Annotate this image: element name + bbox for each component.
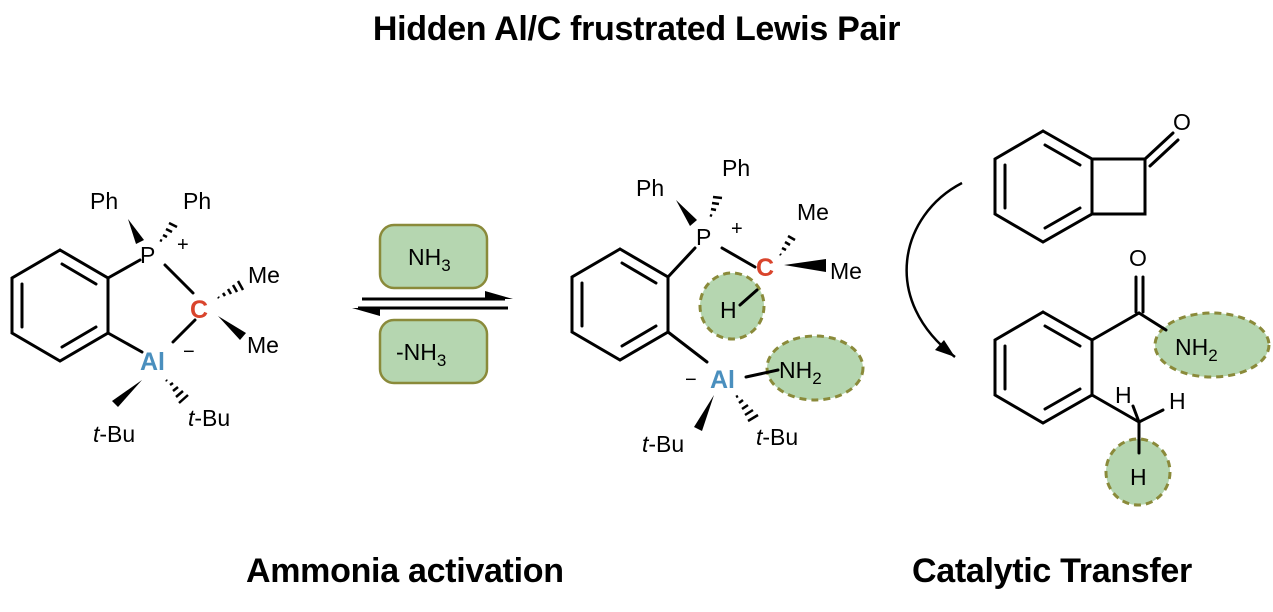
curved-reaction-arrow <box>905 181 963 358</box>
bond-c-h <box>738 288 759 307</box>
product-benzene-ring <box>570 247 670 362</box>
hydrogen-label: H <box>1169 388 1186 414</box>
methyl-label: Me <box>248 262 280 288</box>
reagent-minus-nh3-label: -NH3 <box>396 339 446 370</box>
phosphorus-label: P <box>696 224 711 250</box>
tert-butyl-label: t-Bu <box>188 405 230 431</box>
bond-ring-al <box>106 331 144 354</box>
carbon-label: C <box>756 254 774 282</box>
wedge-bond-c-me <box>218 316 246 340</box>
amide-highlight <box>765 334 865 402</box>
aluminum-label: Al <box>710 366 735 394</box>
reactant-benzene-ring <box>10 248 110 363</box>
benzocyclobutenone: O <box>993 109 1191 244</box>
aluminum-charge: − <box>685 369 697 391</box>
bond-p-c <box>720 246 757 269</box>
toluamide-product: O NH2 H H H <box>993 245 1271 507</box>
amide-label: NH2 <box>779 357 822 388</box>
diagram-title: Hidden Al/C frustrated Lewis Pair <box>372 10 901 48</box>
oxygen-label: O <box>1129 245 1147 271</box>
bond-ring-p <box>666 246 697 279</box>
wedge-bond-c-me <box>784 259 826 272</box>
hydrogen-highlight <box>698 271 766 341</box>
bond-c-al <box>171 318 197 344</box>
aluminum-label: Al <box>140 348 165 376</box>
amide-highlight <box>1153 311 1271 379</box>
tert-butyl-label: t-Bu <box>756 424 798 450</box>
bond-p-c <box>163 263 195 295</box>
bond-ring-p <box>106 258 142 280</box>
tert-butyl-label: t-Bu <box>93 421 135 447</box>
product-molecule: Ph Ph P + C Me Me H Al − NH2 t-Bu t-Bu <box>570 155 865 457</box>
phosphorus-charge: + <box>731 218 743 240</box>
catalytic-transfer-scheme: O O NH2 H H H <box>905 109 1271 507</box>
hydrogen-label: H <box>1130 464 1147 490</box>
wedge-bond-al-tbu <box>112 380 142 407</box>
oxygen-label: O <box>1173 109 1191 135</box>
aluminum-charge: − <box>183 341 195 363</box>
caption-catalytic-transfer: Catalytic Transfer <box>912 552 1192 590</box>
hashed-bond-al-tbu <box>165 379 189 404</box>
wedge-bond-al-tbu <box>694 395 714 431</box>
hydrogen-label: H <box>720 297 737 323</box>
phenyl-label: Ph <box>90 188 118 214</box>
wedge-bond-p-ph <box>676 200 697 226</box>
methyl-label: Me <box>247 332 279 358</box>
phosphorus-charge: + <box>177 234 189 256</box>
hashed-bond-c-me <box>217 280 245 299</box>
carbanion-label: C <box>190 296 208 324</box>
hydrogen-highlight <box>1104 437 1172 507</box>
methyl-label: Me <box>797 199 829 225</box>
hashed-bond-p-ph <box>709 195 723 218</box>
hashed-bond-al-tbu <box>735 394 759 423</box>
tert-butyl-label: t-Bu <box>642 431 684 457</box>
hydrogen-label: H <box>1115 382 1132 408</box>
methyl-label: Me <box>830 258 862 284</box>
phosphorus-label: P <box>140 242 155 268</box>
phenyl-label: Ph <box>722 155 750 181</box>
reverse-arrowhead <box>352 308 380 316</box>
phenyl-label: Ph <box>183 188 211 214</box>
caption-ammonia-activation: Ammonia activation <box>246 552 564 590</box>
equilibrium-arrows: NH3 -NH3 <box>352 223 513 385</box>
amide-label: NH2 <box>1175 334 1218 365</box>
bond-al-n <box>744 368 780 379</box>
bond-ring-al <box>666 330 709 364</box>
hashed-bond-p-ph <box>159 221 178 243</box>
reagent-nh3-label: NH3 <box>408 244 451 275</box>
phenyl-label: Ph <box>636 175 664 201</box>
reactant-molecule: Ph Ph P + C Me Me Al − t-Bu t-Bu <box>10 188 280 447</box>
curved-arrowhead <box>935 340 955 357</box>
reagent-box-nh3 <box>378 223 489 290</box>
forward-arrowhead <box>485 291 513 299</box>
hashed-bond-c-me <box>779 234 796 256</box>
reagent-box-minus-nh3 <box>378 318 489 385</box>
wedge-bond-p-ph <box>128 219 144 244</box>
